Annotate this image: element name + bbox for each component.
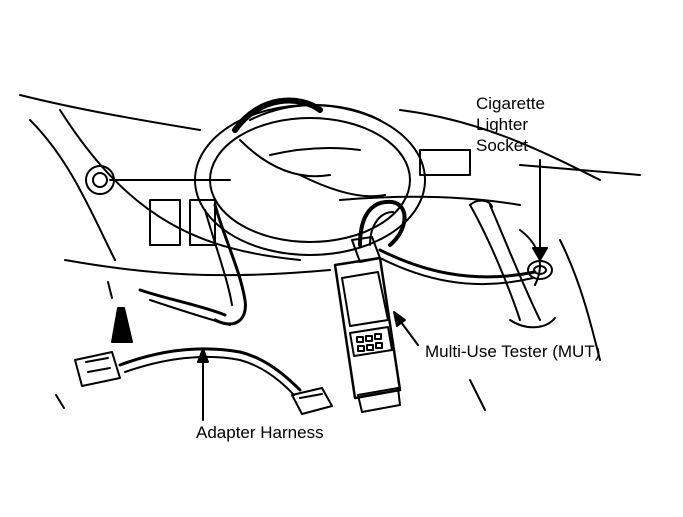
adapter-connector-left xyxy=(74,351,121,387)
tester-cable xyxy=(358,199,407,247)
mut-keypad xyxy=(356,333,383,352)
socket-pointer-arrow xyxy=(532,159,548,261)
under-dash-wiring xyxy=(138,203,247,326)
adapter-connector-right xyxy=(291,387,333,415)
adapter-harness-label: Adapter Harness xyxy=(196,423,324,442)
multi-use-tester-device xyxy=(333,236,402,413)
steering-wheel xyxy=(194,97,426,256)
power-cable xyxy=(378,248,537,286)
adapter-harness xyxy=(74,347,333,415)
gear-shifter xyxy=(469,199,556,329)
mut-label: Multi-Use Tester (MUT) xyxy=(425,342,600,361)
adapter-pointer-arrow xyxy=(197,348,209,421)
diagnostic-connector-pointer xyxy=(107,281,133,343)
cigarette-label-line2: Lighter xyxy=(476,115,528,134)
cigarette-label-line3: Socket xyxy=(476,136,528,155)
mut-pointer-arrow xyxy=(393,311,419,346)
cigarette-label-line1: Cigarette xyxy=(476,94,545,113)
dashboard-outline xyxy=(19,94,641,411)
